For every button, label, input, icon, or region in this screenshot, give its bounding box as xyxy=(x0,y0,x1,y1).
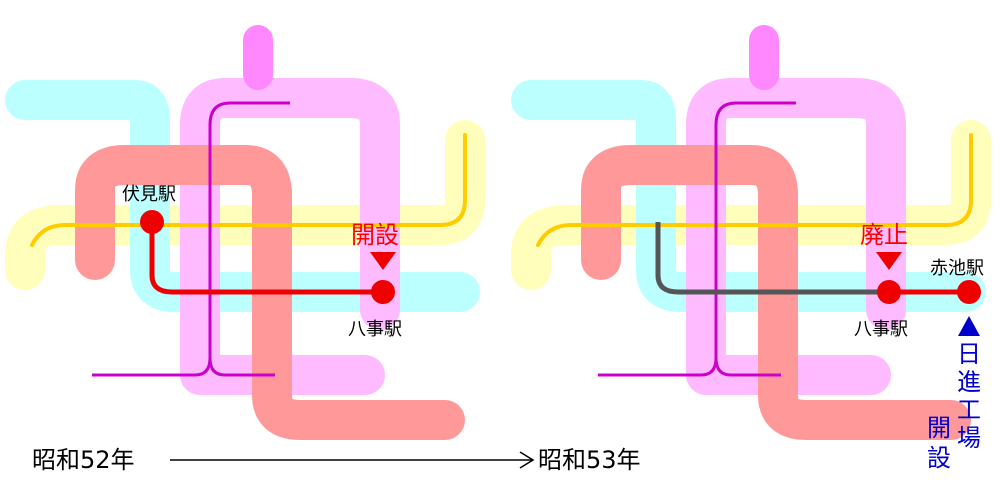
down-arrow-icon xyxy=(370,252,396,270)
depot-char: 日 xyxy=(957,340,981,368)
station-yagoto xyxy=(371,280,395,304)
depot-label: 日 進 工 場 開 設 xyxy=(927,340,981,472)
event-label-open: 開設 xyxy=(351,221,399,249)
station-label-yagoto: 八事駅 xyxy=(854,319,908,340)
depot-char: 場 xyxy=(957,424,981,452)
station-label-akaike: 赤池駅 xyxy=(930,258,984,279)
yellow-line xyxy=(30,133,467,247)
depot-char: 進 xyxy=(957,368,981,396)
panel-before: 伏見駅 八事駅 開設 xyxy=(5,25,485,440)
era-label-after: 昭和53年 xyxy=(538,446,641,474)
station-akaike xyxy=(957,280,981,304)
bg-red-band xyxy=(581,145,971,440)
panel-after: 八事駅 赤池駅 廃止 xyxy=(511,25,991,440)
depot-open-char: 開 xyxy=(927,414,951,442)
era-arrow xyxy=(170,451,535,469)
yellow-line xyxy=(536,133,973,247)
bg-pink-band xyxy=(686,78,906,395)
bg-pink-band xyxy=(180,78,400,395)
down-arrow-icon xyxy=(876,252,902,270)
station-label-fushimi: 伏見駅 xyxy=(122,184,176,205)
up-arrow-icon xyxy=(958,316,980,336)
depot-open-char: 設 xyxy=(927,444,951,472)
station-fushimi xyxy=(140,210,164,234)
station-yagoto xyxy=(877,280,901,304)
event-label-abolished: 廃止 xyxy=(860,221,908,249)
bg-red-band xyxy=(75,145,465,440)
depot-char: 工 xyxy=(957,396,981,424)
red-line xyxy=(149,222,383,295)
magenta-line xyxy=(92,101,290,377)
station-label-yagoto: 八事駅 xyxy=(348,319,402,340)
abolished-line xyxy=(655,222,889,295)
magenta-line xyxy=(598,101,796,377)
era-label-before: 昭和52年 xyxy=(32,446,135,474)
